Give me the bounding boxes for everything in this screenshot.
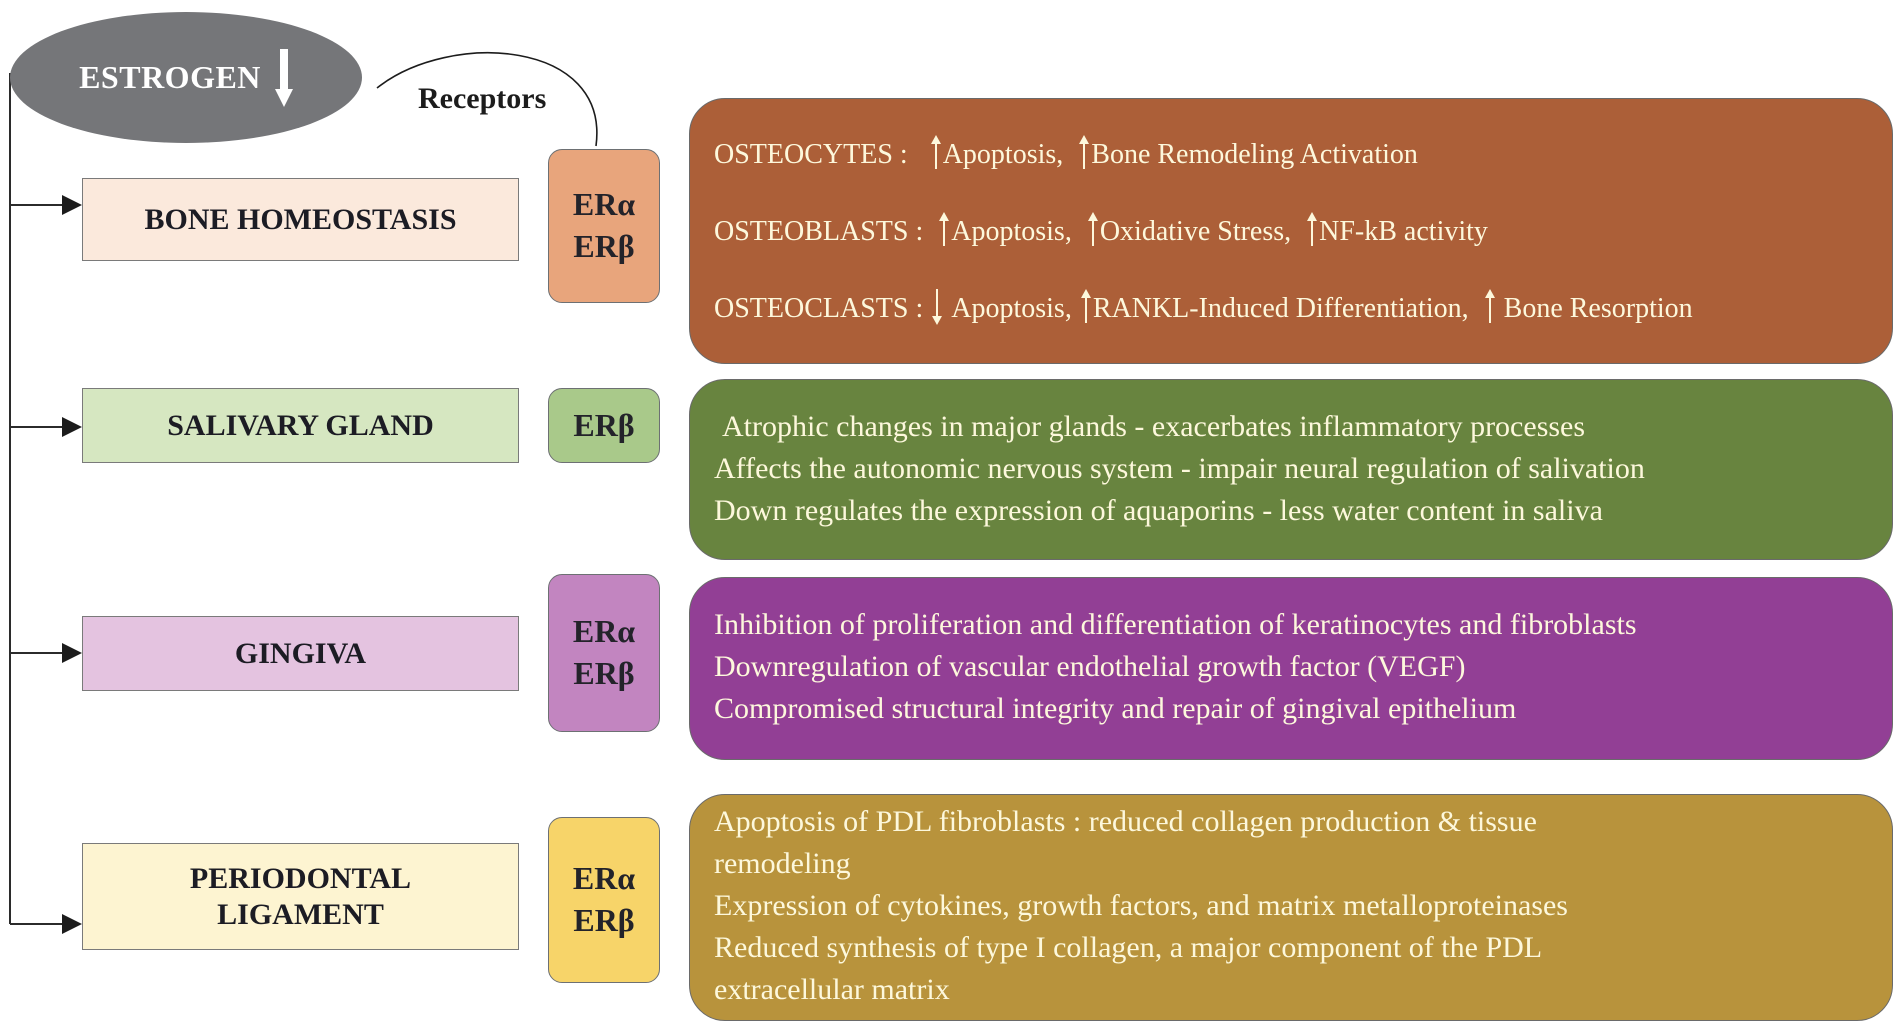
effect-line-osteoclasts: OSTEOCLASTS : Apoptosis, RANKL-Induced D… [714, 289, 1892, 328]
effects-panel-pdl: Apoptosis of PDL fibroblasts : reduced c… [689, 794, 1893, 1021]
arrow-up-icon [939, 212, 950, 246]
effect-text: Apoptosis, [951, 293, 1072, 324]
effect-line: Expression of cytokines, growth factors,… [714, 889, 1568, 922]
receptor-label: ERβ [573, 902, 635, 938]
effect-text: NF-kB activity [1319, 216, 1488, 247]
organ-box-gingiva: GINGIVA [82, 616, 519, 691]
effect-line: remodeling [714, 847, 851, 880]
effects-panel-salivary: Atrophic changes in major glands - exace… [689, 379, 1893, 560]
organ-box-bone-homeostasis: BONE HOMEOSTASIS [82, 178, 519, 261]
receptor-box-salivary: ERβ [548, 388, 660, 463]
effect-text: Bone Resorption [1503, 293, 1693, 324]
arrow-up-icon [1307, 212, 1318, 246]
effects-panel-bone: OSTEOCYTES : Apoptosis, Bone Remodeling … [689, 98, 1893, 364]
receptor-box-pdl: ERα ERβ [548, 817, 660, 983]
receptors-label: Receptors [418, 82, 547, 115]
organ-box-periodontal-ligament: PERIODONTAL LIGAMENT [82, 843, 519, 950]
cell-type-label: OSTEOCYTES : [714, 139, 908, 170]
effect-line-osteoblasts: OSTEOBLASTS : Apoptosis, Oxidative Stres… [714, 212, 1892, 289]
effect-line: Atrophic changes in major glands - exace… [722, 410, 1586, 443]
organ-label: LIGAMENT [217, 897, 384, 931]
effect-line: Affects the autonomic nervous system - i… [714, 452, 1645, 485]
effect-text: Bone Remodeling Activation [1091, 139, 1418, 170]
organ-box-salivary-gland: SALIVARY GLAND [82, 388, 519, 463]
estrogen-node: ESTROGEN [10, 12, 362, 143]
cell-type-label: OSTEOBLASTS : [714, 216, 924, 247]
cell-type-label: OSTEOCLASTS : [714, 293, 924, 324]
arrow-up-icon [930, 135, 941, 169]
arrow-down-icon [932, 289, 943, 325]
estrogen-label: ESTROGEN [79, 59, 261, 95]
effect-text: Apoptosis, [951, 216, 1072, 247]
effect-line: Inhibition of proliferation and differen… [714, 608, 1637, 641]
receptor-label: ERβ [573, 228, 635, 264]
effects-panel-gingiva: Inhibition of proliferation and differen… [689, 577, 1893, 760]
effect-line: extracellular matrix [714, 973, 950, 1006]
effect-line: Reduced synthesis of type I collagen, a … [714, 931, 1543, 964]
effect-text: Oxidative Stress, [1099, 216, 1292, 247]
arrow-up-icon [1080, 289, 1091, 323]
effect-text: RANKL-Induced Differentiation, [1092, 293, 1469, 324]
arrow-up-icon [1079, 135, 1090, 169]
effect-line: Downregulation of vascular endothelial g… [714, 650, 1466, 683]
effect-line-osteocytes: OSTEOCYTES : Apoptosis, Bone Remodeling … [714, 135, 1892, 212]
receptor-box-gingiva: ERα ERβ [548, 574, 660, 732]
receptor-box-bone: ERα ERβ [548, 149, 660, 303]
arrow-down-icon [274, 48, 293, 107]
receptor-label: ERα [572, 613, 636, 650]
receptor-label: ERα [572, 186, 636, 223]
effect-text: Apoptosis, [942, 139, 1064, 170]
arrow-up-icon [1087, 212, 1098, 246]
organ-label: SALIVARY GLAND [167, 408, 434, 442]
arrow-up-icon [1484, 289, 1495, 323]
effect-line: Apoptosis of PDL fibroblasts : reduced c… [714, 805, 1537, 838]
organ-label: BONE HOMEOSTASIS [144, 202, 457, 236]
effect-line: Down regulates the expression of aquapor… [714, 494, 1603, 527]
receptor-label: ERα [572, 860, 636, 897]
organ-label: PERIODONTAL [189, 861, 412, 895]
effect-line: Compromised structural integrity and rep… [714, 692, 1517, 725]
receptor-label: ERβ [573, 655, 635, 691]
receptor-label: ERβ [573, 406, 635, 443]
organ-label: GINGIVA [234, 636, 367, 670]
